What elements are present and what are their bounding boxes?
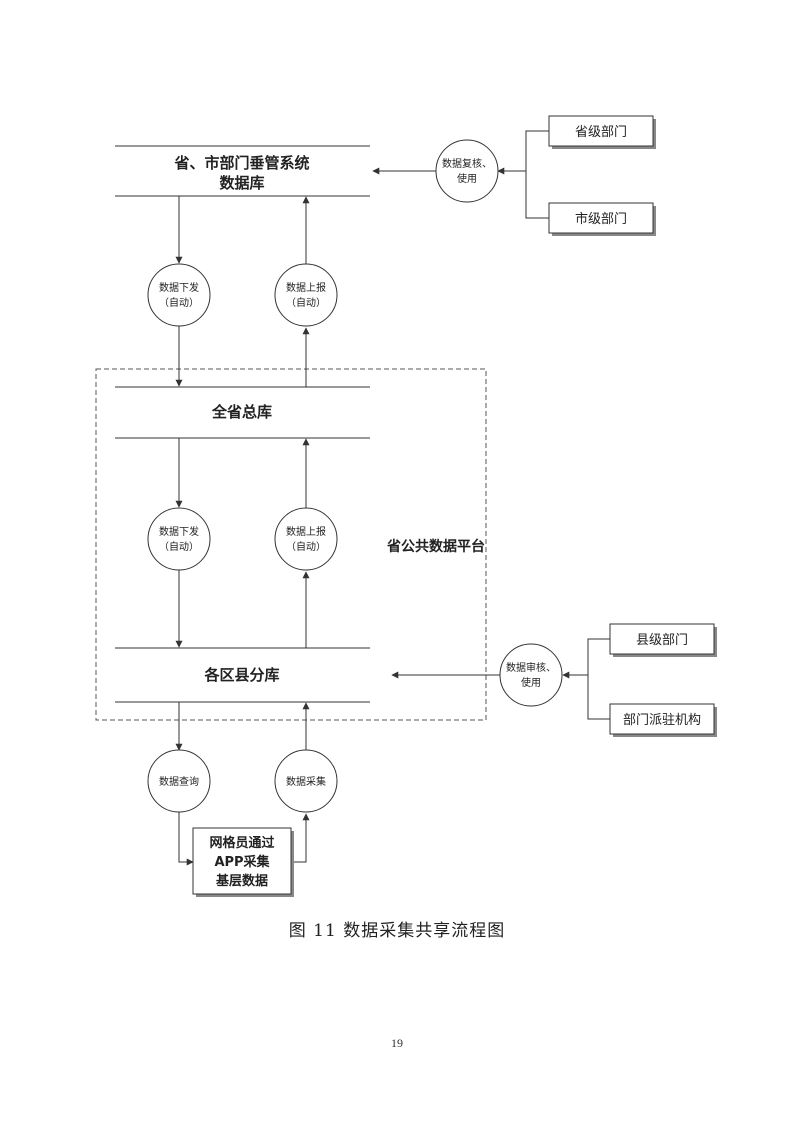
circle-up-mid-line2: （自动） (286, 540, 326, 553)
connector-county-depts (587, 638, 610, 720)
page-number: 19 (391, 1036, 403, 1050)
circle-review-bottom-line1: 数据审核、 (506, 661, 556, 674)
circle-review-bottom-line2: 使用 (521, 676, 541, 689)
circle-review-top (435, 139, 499, 203)
figure-caption: 图 11 数据采集共享流程图 (288, 921, 506, 941)
circle-down-top (147, 263, 211, 327)
top-db-label-line2: 数据库 (219, 174, 264, 192)
county-db-label: 各区县分库 (203, 666, 279, 684)
data-flow-diagram: 省公共数据平台 省、市部门垂管系统 数据库 全省总库 各区县分库 数据下发 （自… (95, 115, 717, 897)
platform-boundary (95, 368, 487, 721)
top-db-label-line1: 省、市部门垂管系统 (173, 154, 309, 172)
dept-agency-box (609, 703, 715, 735)
circle-down-mid (147, 507, 211, 571)
circle-review-bottom (499, 643, 563, 707)
arrow-collect-a (292, 813, 310, 863)
circle-down-mid-line2: （自动） (159, 540, 199, 553)
provincial-dept-label: 省级部门 (575, 125, 627, 140)
platform-label: 省公共数据平台 (386, 538, 485, 555)
circle-down-top-line1: 数据下发 (159, 281, 199, 294)
arrow-query-b (178, 812, 194, 866)
circle-up-top-line1: 数据上报 (286, 281, 326, 294)
province-db-label: 全省总库 (211, 403, 272, 421)
circle-down-top-line2: （自动） (159, 296, 199, 309)
grid-worker-line2: APP采集 (214, 854, 270, 870)
county-dept-label: 县级部门 (636, 633, 688, 648)
dept-agency-label: 部门派驻机构 (623, 713, 701, 728)
circle-up-top-line2: （自动） (286, 296, 326, 309)
county-dept-box (609, 623, 715, 655)
circle-query-label: 数据查询 (159, 775, 199, 788)
circle-up-mid (274, 507, 338, 571)
circle-review-top-line1: 数据复核、 (442, 157, 492, 170)
city-dept-label: 市级部门 (575, 211, 627, 227)
circle-review-top-line2: 使用 (457, 172, 477, 185)
circle-up-mid-line1: 数据上报 (286, 525, 326, 538)
circle-down-mid-line1: 数据下发 (159, 525, 199, 538)
city-dept-box (548, 202, 654, 234)
circle-up-top (274, 263, 338, 327)
grid-worker-box (192, 827, 292, 895)
circle-collect-label: 数据采集 (286, 775, 326, 788)
grid-worker-line3: 基层数据 (215, 873, 268, 889)
grid-worker-line1: 网格员通过 (209, 835, 274, 851)
connector-top-depts (525, 130, 549, 219)
